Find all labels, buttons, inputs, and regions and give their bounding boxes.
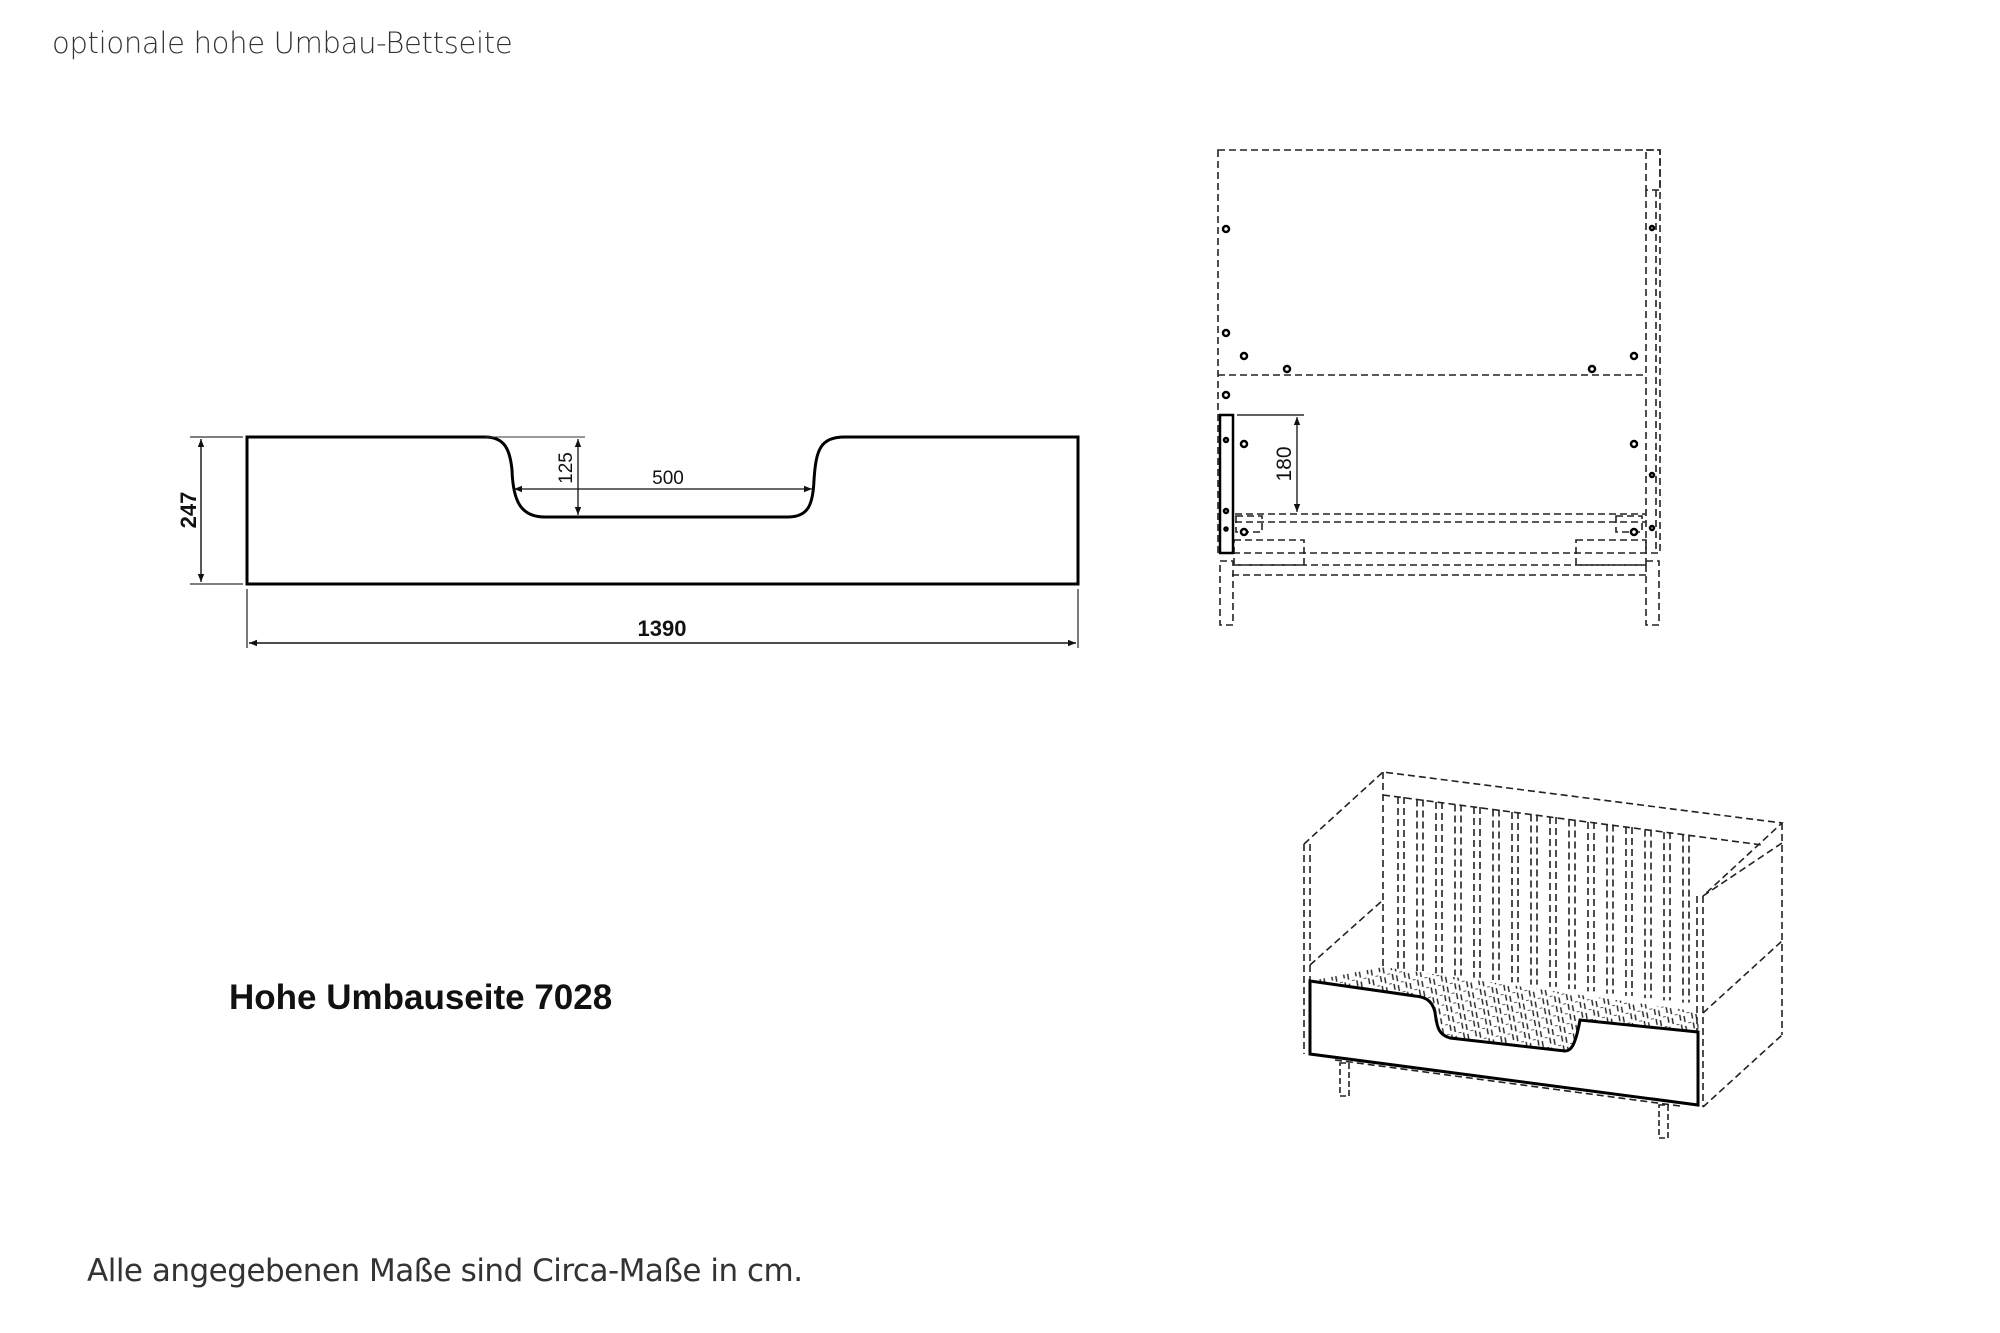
cutout-depth-label: 125 bbox=[556, 452, 577, 484]
front-view-solid: 180 bbox=[1218, 224, 1656, 555]
bed-front-view bbox=[1217, 149, 1661, 626]
high-side-panel-iso bbox=[1308, 979, 1700, 1107]
side-height-label: 180 bbox=[1273, 446, 1296, 481]
page-title: optionale hohe Umbau-Bettseite bbox=[52, 26, 513, 60]
length-dimension-label: 1390 bbox=[638, 616, 687, 641]
cutout-width-label: 500 bbox=[652, 468, 684, 489]
height-dimension-label: 247 bbox=[176, 492, 201, 529]
screw-holes bbox=[1221, 224, 1656, 537]
bed-isometric-view bbox=[1303, 771, 1784, 1139]
product-label: Hohe Umbauseite 7028 bbox=[229, 978, 613, 1017]
panel-outline bbox=[245, 435, 1080, 586]
panel-elevation: 247 1390 125 500 bbox=[176, 435, 1080, 648]
footer-note: Alle angegebenen Maße sind Circa-Maße in… bbox=[87, 1253, 803, 1289]
mattress-hatch bbox=[1310, 967, 1700, 1051]
high-side-panel bbox=[1218, 413, 1235, 555]
